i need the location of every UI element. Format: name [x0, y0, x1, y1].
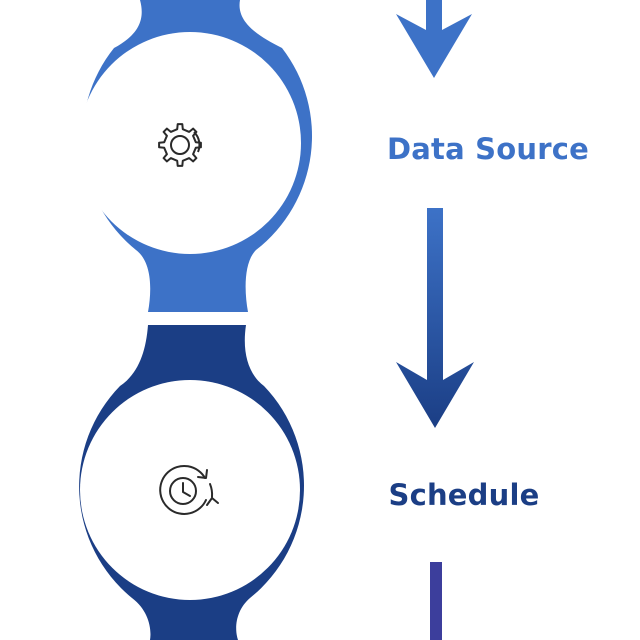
data-source-circle: [79, 32, 301, 254]
flow-arrow-data-source-to-schedule: [396, 208, 474, 428]
step-connector-data-source: [79, 0, 313, 312]
step-label-schedule: Schedule: [388, 478, 539, 512]
schedule-circle: [80, 380, 300, 600]
step-label-data-source: Data Source: [387, 132, 589, 166]
clock-refresh-icon: [159, 464, 219, 515]
flow-arrow-in: [396, 0, 472, 78]
gear-icon: [158, 123, 202, 167]
flow-arrow-out: [430, 562, 442, 640]
